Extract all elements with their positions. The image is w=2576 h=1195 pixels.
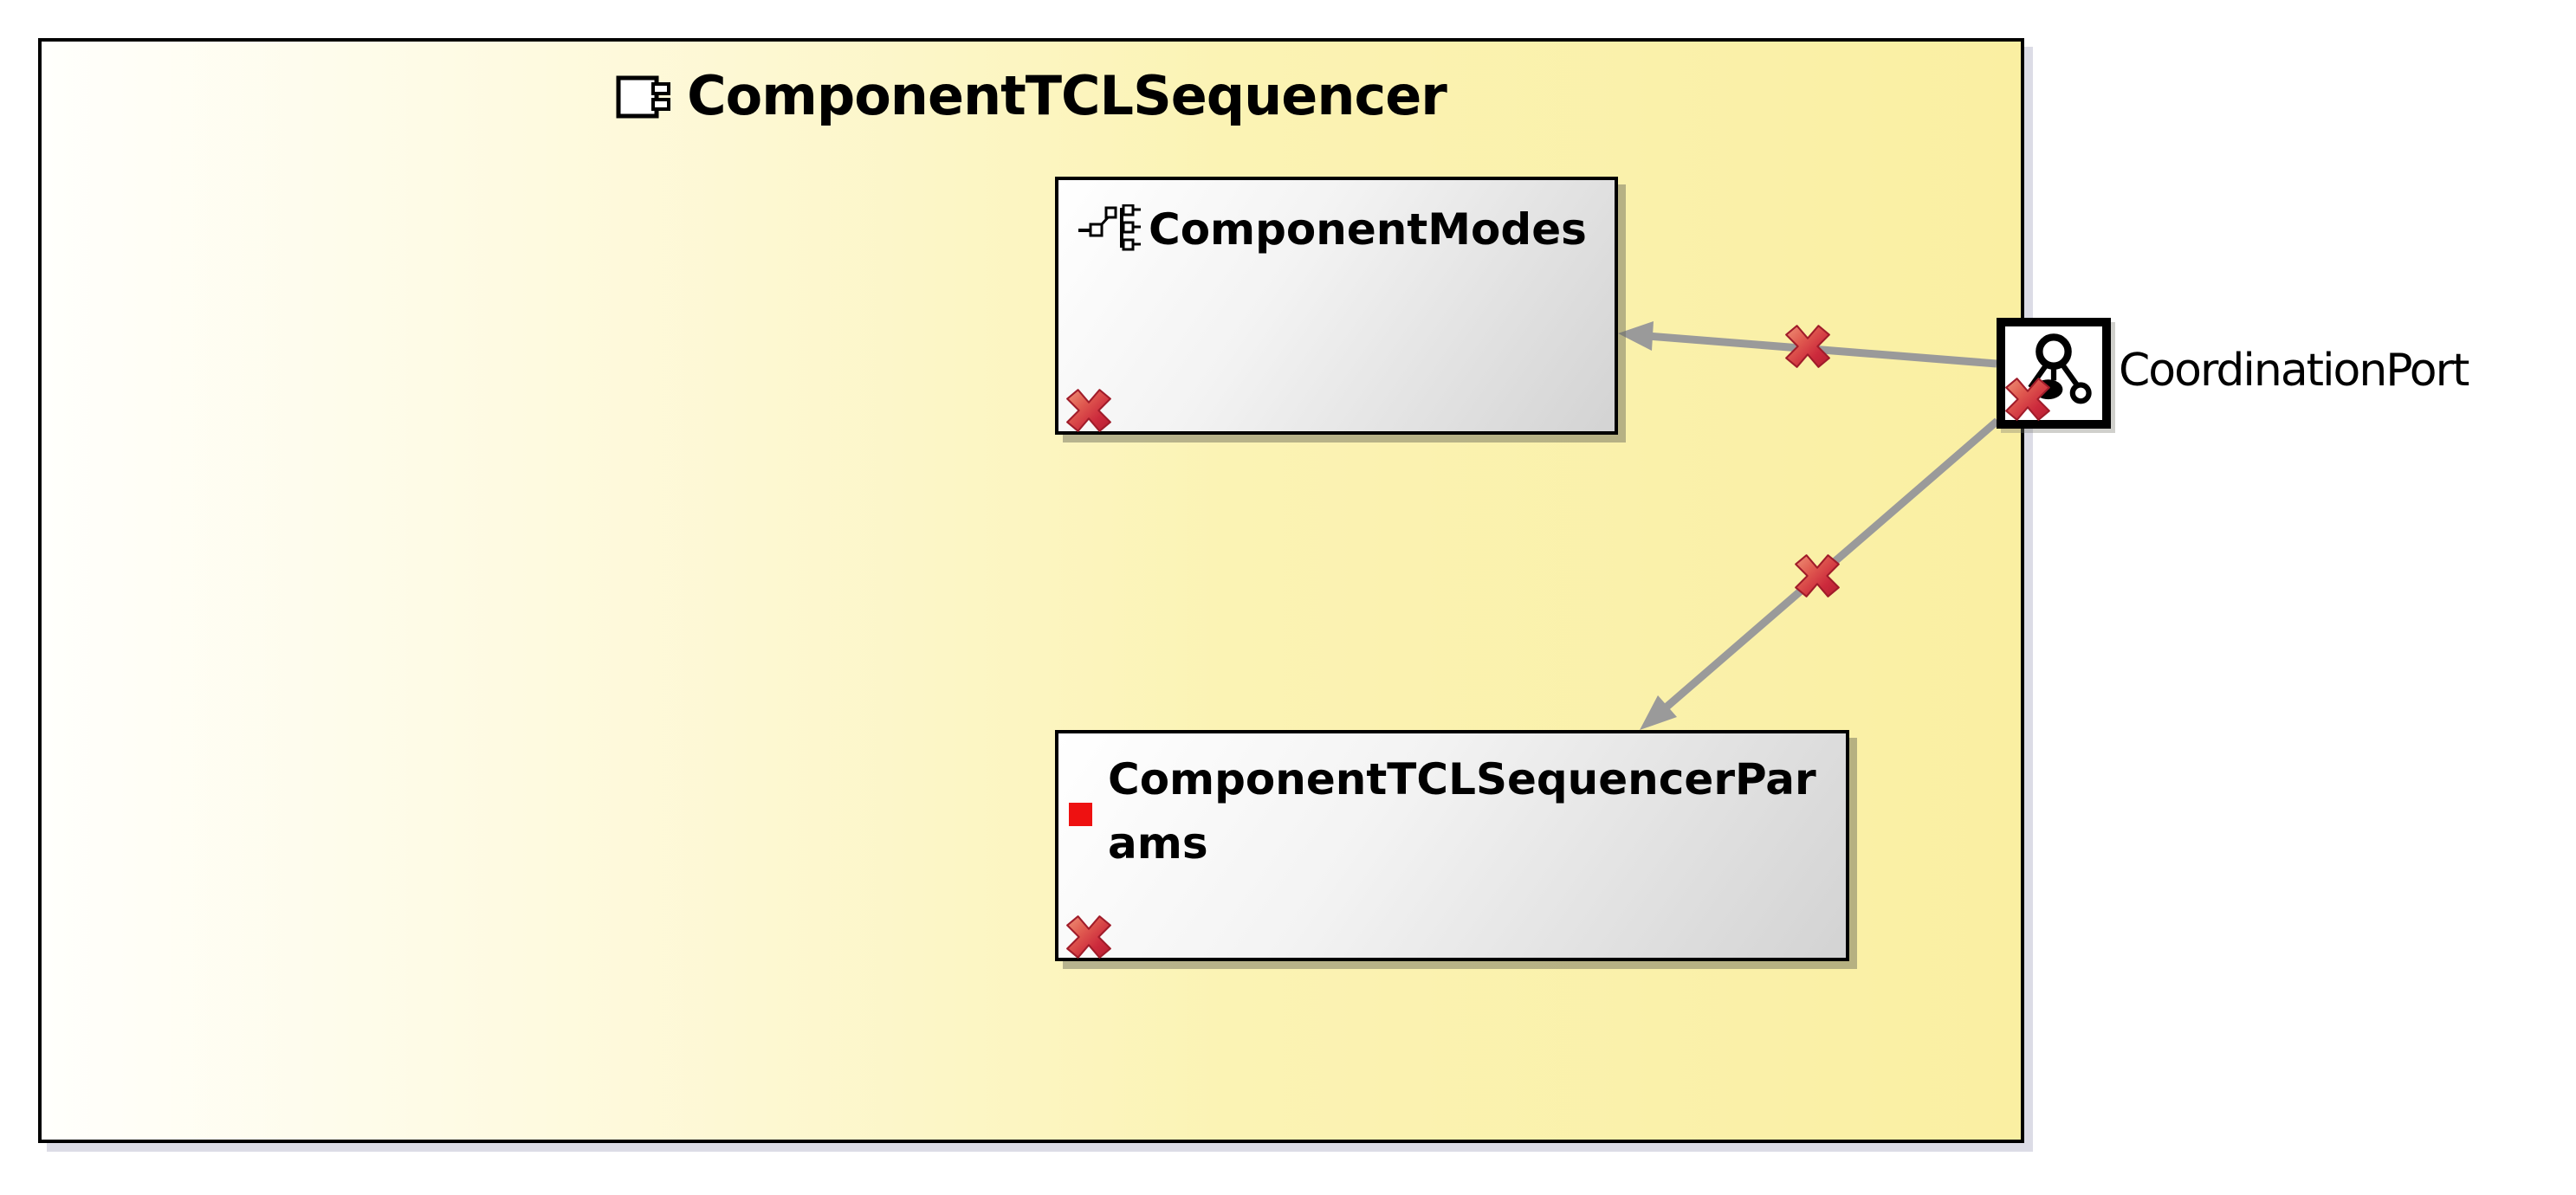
component-container[interactable]: ComponentTCLSequencer	[38, 38, 2024, 1143]
node-component-modes[interactable]: ComponentModes	[1055, 177, 1618, 435]
error-x-icon	[1795, 554, 1840, 598]
node-label-component-modes: ComponentModes	[1149, 204, 1587, 255]
error-x-icon	[1785, 325, 1830, 368]
params-red-square-icon	[1069, 803, 1092, 826]
modes-icon	[1078, 204, 1141, 251]
coordination-port[interactable]	[1997, 318, 2111, 429]
container-title: ComponentTCLSequencer	[687, 64, 1447, 127]
node-label-params: ComponentTCLSequencerParams	[1108, 754, 1816, 869]
error-x-icon	[2005, 378, 2050, 421]
error-x-icon	[1066, 389, 1111, 432]
component-icon	[616, 75, 671, 118]
container-title-row: ComponentTCLSequencer	[42, 64, 2021, 127]
node-component-tcl-sequencer-params[interactable]: ComponentTCLSequencerParams	[1055, 730, 1849, 961]
coordination-port-label[interactable]: CoordinationPort	[2119, 345, 2469, 397]
error-x-icon	[1066, 915, 1111, 959]
